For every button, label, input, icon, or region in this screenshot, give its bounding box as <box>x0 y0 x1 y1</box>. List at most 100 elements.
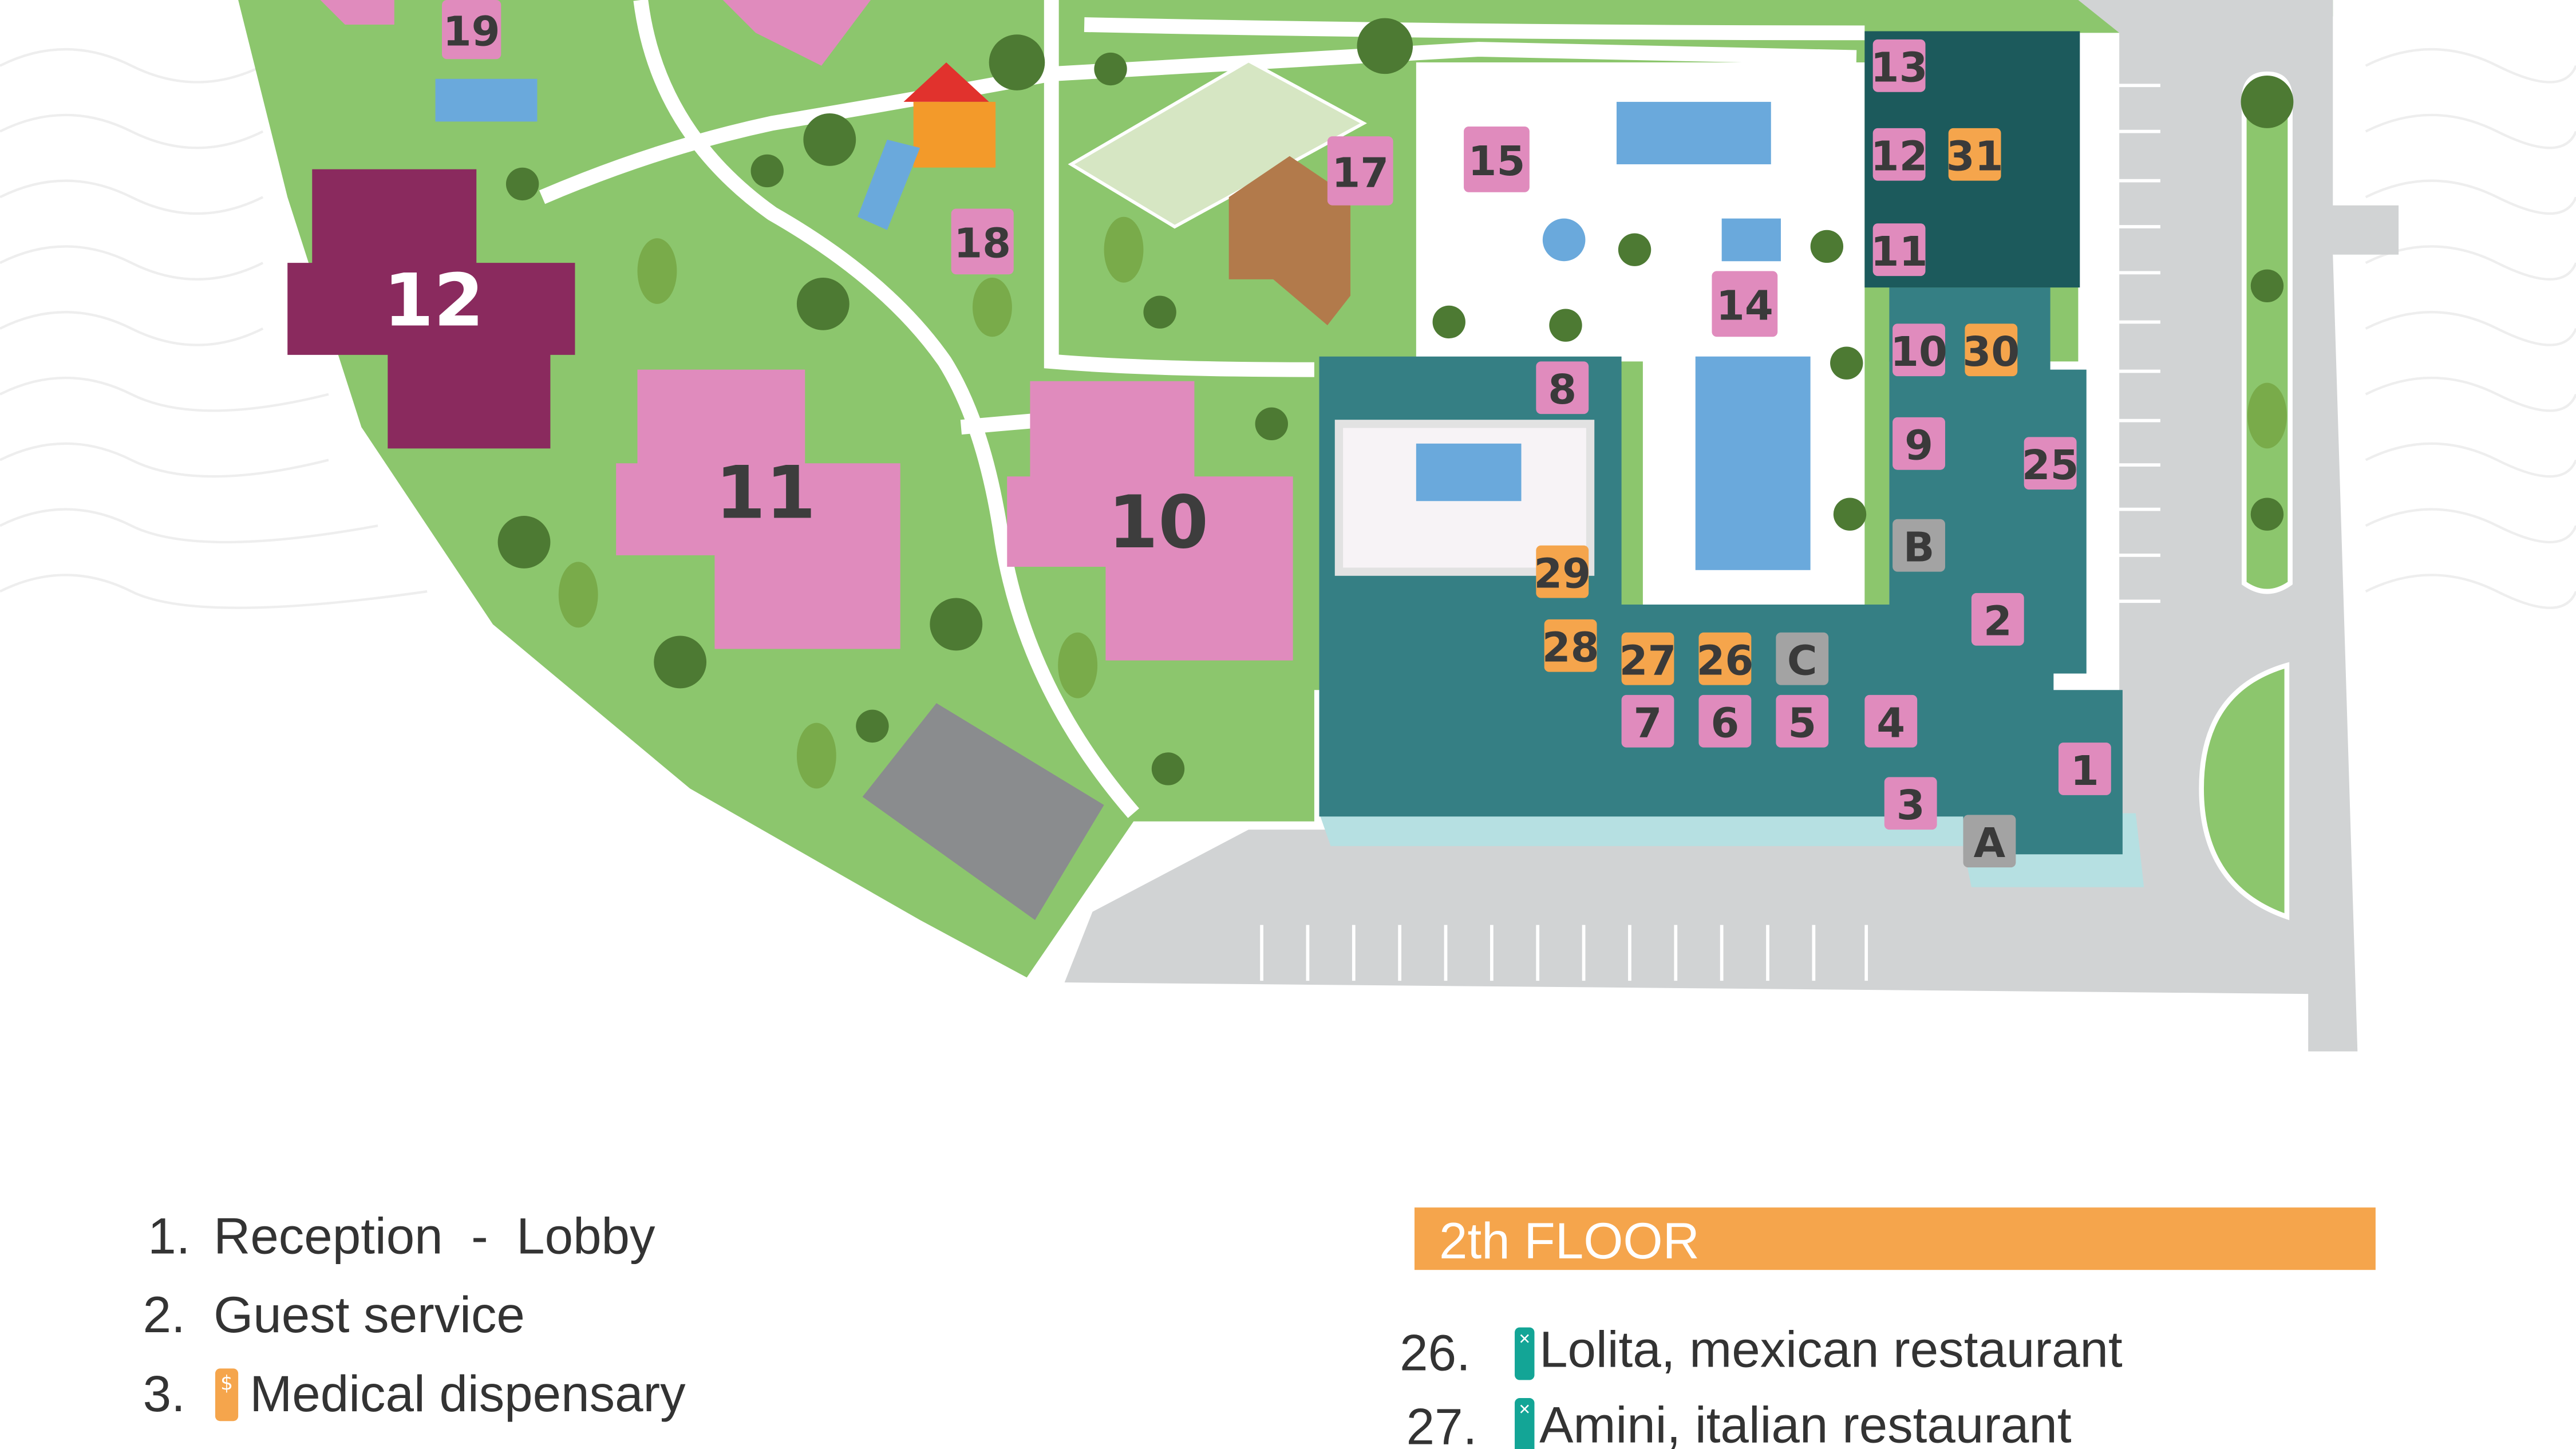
cutlery-icon: ✕ <box>1515 1398 1535 1449</box>
marker-badge <box>1893 417 1945 470</box>
marker-label: 11 <box>1871 227 1928 275</box>
marker-badge <box>1698 632 1752 685</box>
map-marker-17[interactable]: 17 <box>1327 136 1393 206</box>
legend-item-lolita[interactable]: 26. ✕ Lolita, mexican restaurant <box>1400 1321 2123 1381</box>
legend-item-reception[interactable]: 1. Reception - Lobby <box>148 1207 655 1265</box>
marker-label: 31 <box>1946 132 2004 180</box>
map-marker-31[interactable]: 31 <box>1946 128 2004 181</box>
marker-badge <box>1864 694 1918 748</box>
hotel-building-shadow <box>1319 813 2144 887</box>
svg-text:✕: ✕ <box>1518 1401 1531 1419</box>
marker-label: 28 <box>1542 623 1599 672</box>
map-marker-18[interactable]: 18 <box>951 208 1014 275</box>
map-marker-26[interactable]: 26 <box>1696 632 1753 685</box>
marker-badge <box>1893 519 1945 572</box>
floor-header-title: 2th FLOOR <box>1439 1212 1700 1269</box>
marker-label: 1 <box>2071 747 2099 795</box>
trees-light <box>558 216 2287 789</box>
marker-badge <box>1621 694 1674 748</box>
climbing-wall <box>1228 156 1351 326</box>
map-marker-b[interactable]: B <box>1893 519 1945 572</box>
legend-item-guest-service[interactable]: 2. Guest service <box>143 1286 525 1343</box>
map-marker-a[interactable]: A <box>1963 815 2016 868</box>
building-11-label: 11 <box>716 451 816 535</box>
legend-item-amini[interactable]: 27. ✕ Amini, italian restaurant <box>1406 1396 2072 1449</box>
marker-label: 14 <box>1716 282 1773 330</box>
building-12 <box>287 169 575 449</box>
marker-label: 29 <box>1534 549 1591 597</box>
marker-label: 15 <box>1468 137 1526 185</box>
marker-badge <box>1464 126 1530 192</box>
marker-badge <box>951 208 1014 275</box>
map-marker-9[interactable]: 9 <box>1893 417 1945 470</box>
map-marker-c[interactable]: C <box>1776 632 1829 685</box>
dollar-icon: $ <box>215 1368 239 1422</box>
marker-label: A <box>1974 819 2006 867</box>
map-marker-27[interactable]: 27 <box>1619 632 1677 685</box>
playground-roof <box>903 62 989 102</box>
legend: 1. Reception - Lobby 2. Guest service 3.… <box>143 1207 2376 1449</box>
trees <box>497 18 2294 785</box>
marker-label: 25 <box>2022 441 2079 489</box>
marker-badge <box>1971 593 2024 646</box>
legend-number: 2. <box>143 1286 185 1343</box>
marker-label: 3 <box>1897 781 1925 829</box>
svg-text:✕: ✕ <box>1518 1330 1531 1348</box>
marker-label: 17 <box>1332 148 1389 196</box>
pool <box>1721 218 1781 262</box>
map-marker-8[interactable]: 8 <box>1536 361 1589 414</box>
marker-label: 19 <box>443 7 500 56</box>
marker-label: 10 <box>1890 327 1947 376</box>
marker-badge <box>1698 694 1752 748</box>
map-marker-25[interactable]: 25 <box>2022 437 2079 490</box>
legend-label: Reception - Lobby <box>214 1207 655 1265</box>
map-marker-2[interactable]: 2 <box>1971 593 2024 646</box>
legend-label: Lolita, mexican restaurant <box>1539 1321 2123 1378</box>
marker-badge <box>2058 743 2111 795</box>
map-marker-4[interactable]: 4 <box>1864 694 1918 748</box>
marker-label: 12 <box>1871 132 1928 180</box>
map-marker-3[interactable]: 3 <box>1884 777 1937 830</box>
building-top-left <box>320 0 394 25</box>
map-marker-1[interactable]: 1 <box>2058 743 2111 795</box>
legend-number: 27. <box>1406 1397 1477 1449</box>
marker-label: 7 <box>1634 699 1662 747</box>
marker-badge <box>1948 128 2001 181</box>
marker-badge <box>1893 323 1945 377</box>
gray-building <box>862 703 1104 920</box>
marker-badge <box>1776 632 1829 685</box>
marker-label: C <box>1787 637 1818 685</box>
parking-lines <box>1260 84 2160 981</box>
map-marker-5[interactable]: 5 <box>1776 694 1829 748</box>
marker-label: 6 <box>1710 699 1739 747</box>
legend-item-medical[interactable]: 3. $ Medical dispensary <box>143 1365 686 1422</box>
map-marker-6[interactable]: 6 <box>1698 694 1752 748</box>
marker-badge <box>2024 437 2077 490</box>
map-marker-30[interactable]: 30 <box>1962 323 2020 377</box>
marker-label: 2 <box>1984 597 2012 645</box>
map-marker-10[interactable]: 10 <box>1890 323 1947 377</box>
grass-median <box>2241 71 2293 594</box>
map-marker-19[interactable]: 19 <box>442 0 501 60</box>
map-marker-15[interactable]: 15 <box>1464 126 1530 192</box>
legend-label: Guest service <box>214 1286 525 1343</box>
marker-badge <box>1872 39 1926 92</box>
marker-badge <box>1872 223 1926 277</box>
map-marker-7[interactable]: 7 <box>1621 694 1674 748</box>
marker-badge <box>1536 361 1589 414</box>
map-marker-28[interactable]: 28 <box>1542 619 1599 672</box>
map-marker-14[interactable]: 14 <box>1712 271 1778 337</box>
marker-badge <box>1776 694 1829 748</box>
marker-badge <box>1963 815 2016 868</box>
map-marker-29[interactable]: 29 <box>1534 545 1591 598</box>
pool <box>1616 101 1771 164</box>
map-marker-11[interactable]: 11 <box>1871 223 1928 277</box>
map-marker-12[interactable]: 12 <box>1871 128 1928 181</box>
cutlery-icon: ✕ <box>1515 1327 1535 1380</box>
marker-badge <box>1872 128 1926 181</box>
map-marker-13[interactable]: 13 <box>1871 39 1928 92</box>
rooftop-pool <box>1416 443 1522 502</box>
building-10-label: 10 <box>1108 480 1208 564</box>
marker-badge <box>1712 271 1778 337</box>
